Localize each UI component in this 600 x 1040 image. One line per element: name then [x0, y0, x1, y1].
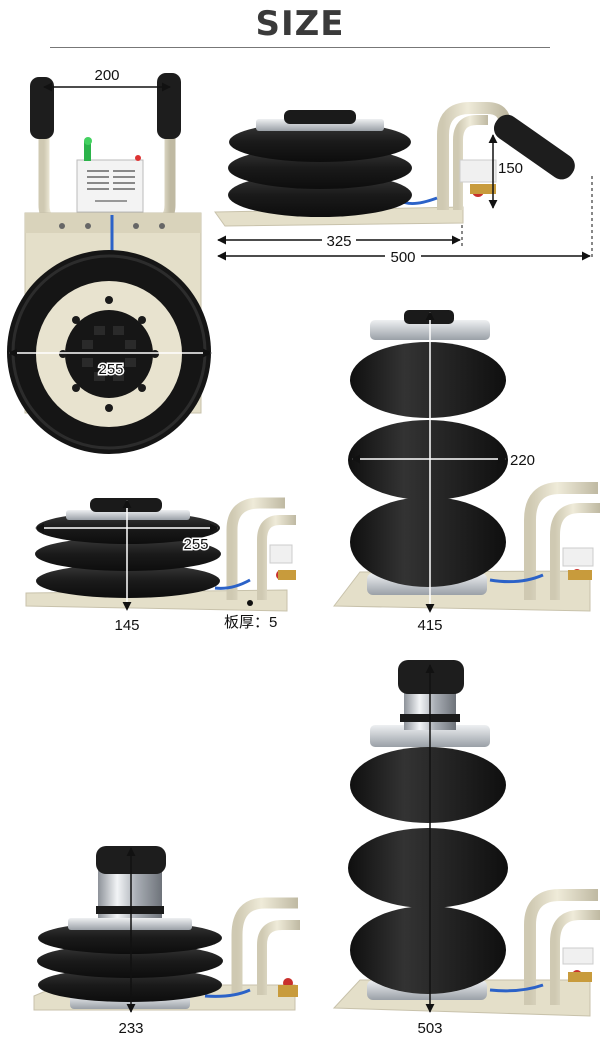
dim-handle-height: 150: [498, 160, 523, 177]
side-view-extension-min: 233: [33, 846, 300, 1037]
side-view-extension-max: 503: [332, 660, 600, 1037]
dim-base-length: 325: [326, 233, 351, 250]
dim-min-height: 145: [114, 617, 139, 634]
grip-right: [157, 73, 181, 139]
side-view-extended: 220 415: [333, 310, 600, 634]
page-title: SIZE: [255, 4, 345, 44]
dim-pad-diameter-side: 255: [183, 536, 208, 553]
side-grip: [493, 114, 575, 180]
dim-overall-length: 500: [390, 249, 415, 266]
side-view-collapsed: 325 500 150: [214, 102, 593, 266]
control-box: [76, 159, 144, 213]
grip-left: [30, 77, 54, 139]
dim-pad-diameter-top: 255: [98, 361, 123, 378]
front-view: 200 255: [7, 67, 212, 454]
dim-max-height: 415: [417, 617, 442, 634]
dim-plate-thickness: 板厚：5: [224, 613, 277, 631]
side-view-min-height: 255 145 板厚：5: [25, 497, 296, 634]
dim-extension-max-height: 503: [417, 1020, 442, 1037]
dim-bellows-diameter: 220: [510, 452, 535, 469]
dim-handle-width: 200: [94, 67, 119, 84]
title-divider: [50, 47, 550, 48]
dim-extension-min-height: 233: [118, 1020, 143, 1037]
